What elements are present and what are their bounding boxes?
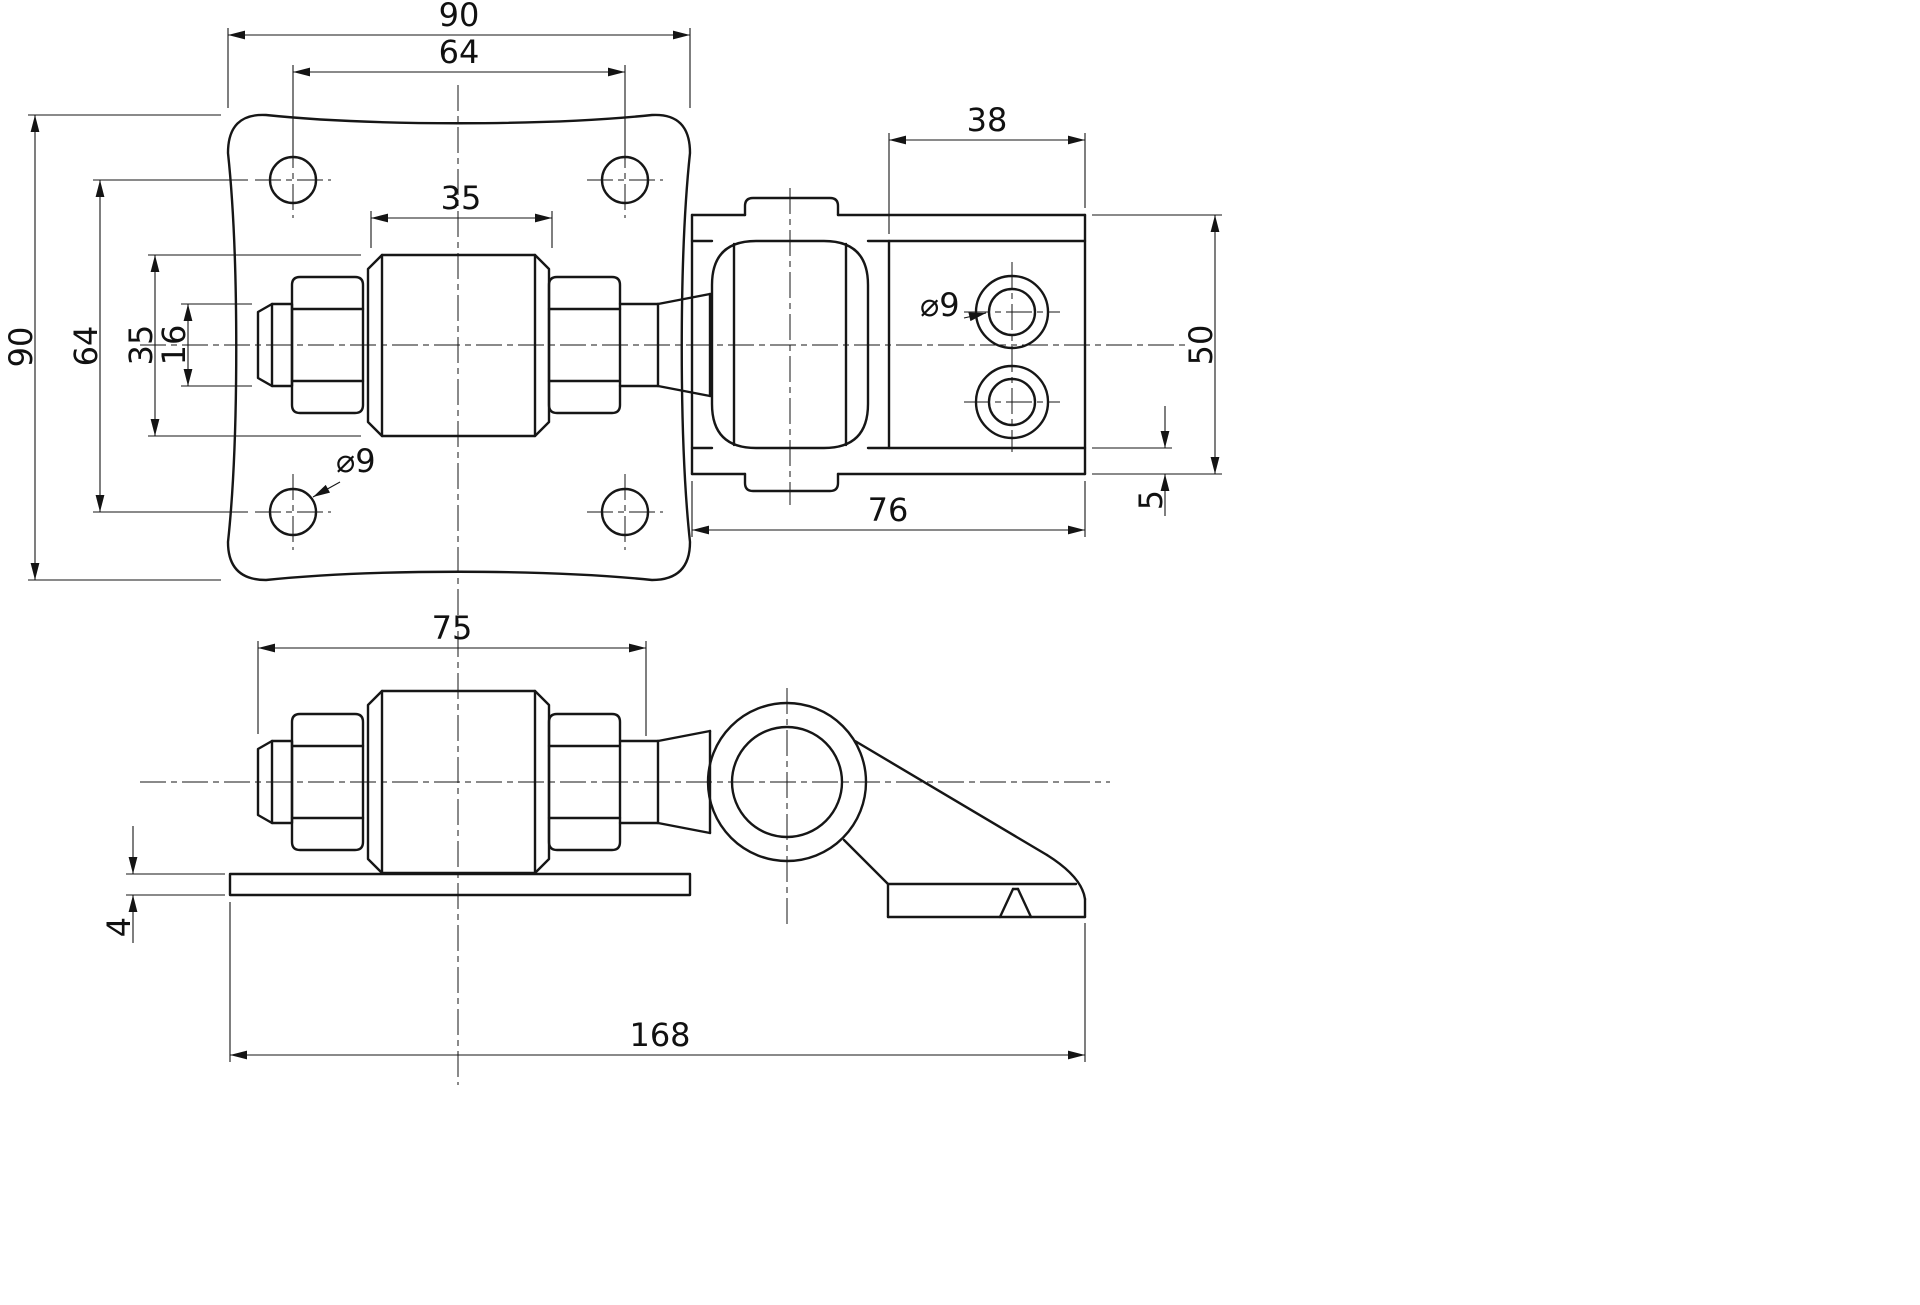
base-plate-side [228,872,692,897]
adjuster-rod-top [256,253,712,438]
hinge-bracket-side [706,701,1087,919]
dim-rod-dia: 16 [155,325,193,366]
dim-barrel-dia: 35 [122,325,160,366]
label-bracket-hole-dia: ⌀9 [920,286,960,324]
dim-plate-thickness: 4 [100,917,138,937]
dim-block-width: 38 [967,101,1008,139]
side-view: 75 4 168 [100,609,1087,1062]
side-view-arrowheads [128,643,1085,1060]
dim-hole-pitch-x: 64 [439,33,480,71]
dim-hole-pitch-y: 64 [67,326,105,367]
adjuster-rod-side [256,689,712,875]
dim-barrel-length: 35 [441,179,482,217]
side-view-dimension-lines [126,641,1086,1062]
dim-adjuster-length: 75 [432,609,473,647]
hinge-bracket-top [690,196,1087,493]
centerlines [140,85,1190,1085]
mounting-plate [226,113,692,582]
top-view-dimension-lines [28,28,1222,581]
side-view-dimension-text: 75 4 168 [100,609,691,1054]
dim-flange-thickness: 5 [1132,490,1170,510]
top-view: 90 64 35 38 90 64 35 16 50 5 76 ⌀9 ⌀9 [2,0,1222,582]
dim-bracket-height: 50 [1182,325,1220,366]
dim-plate-height: 90 [2,327,40,368]
dim-bracket-length: 76 [868,491,909,529]
top-view-dimension-text: 90 64 35 38 90 64 35 16 50 5 76 ⌀9 ⌀9 [2,0,1220,529]
dim-plate-width: 90 [439,0,480,34]
label-plate-hole-dia: ⌀9 [336,442,376,480]
dim-overall-length: 168 [629,1016,690,1054]
